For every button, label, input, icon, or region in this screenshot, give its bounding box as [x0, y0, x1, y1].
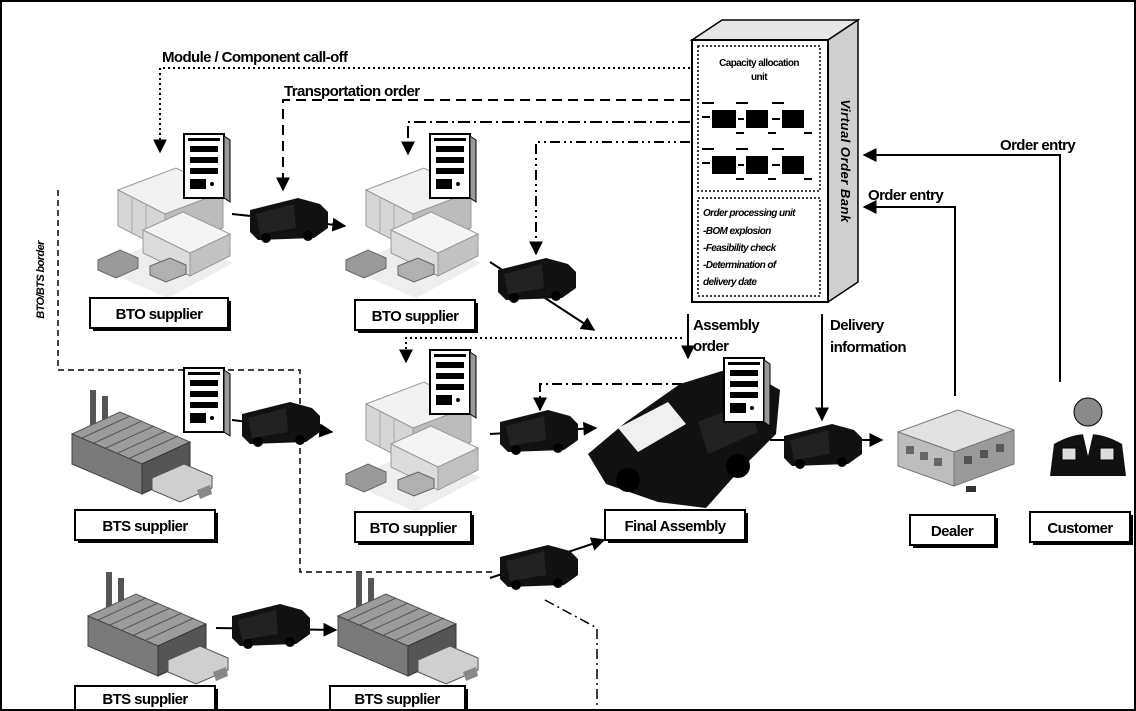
capacity-unit-title-2: unit: [751, 72, 768, 83]
node-label: BTS supplier: [102, 691, 188, 708]
virtual-order-bank: Virtual Order Bank Capacity allocation u…: [689, 18, 861, 304]
node-label: BTO supplier: [370, 520, 457, 537]
node-label: Customer: [1047, 520, 1113, 537]
server-icon: [429, 133, 477, 203]
node-bto-supplier-1: BTO supplier: [89, 297, 231, 331]
bto-bts-border-line: [57, 190, 494, 573]
transport-order-line-2: [529, 141, 690, 256]
transportation-order-line: [276, 99, 690, 192]
order-processing-step: -Determination of: [703, 260, 778, 271]
node-bto-supplier-2: BTO supplier: [354, 299, 478, 333]
node-label: Final Assembly: [624, 518, 726, 535]
delivery-information-label-2: information: [830, 339, 906, 356]
delivery-information-label-1: Delivery: [830, 317, 885, 334]
order-entry-customer-line: [862, 148, 1061, 382]
order-processing-step: -Feasibility check: [703, 243, 777, 254]
call-off-label: Module / Component call-off: [162, 49, 349, 66]
virtual-order-bank-title: Virtual Order Bank: [838, 99, 853, 223]
node-bto-supplier-3: BTO supplier: [354, 511, 474, 545]
assembly-order-label-2: order: [693, 338, 729, 355]
order-entry-dealer-line: [862, 200, 956, 396]
call-off-line: [153, 67, 690, 154]
node-dealer: Dealer: [909, 514, 998, 548]
order-processing-title: Order processing unit: [703, 208, 796, 219]
node-final-assembly: Final Assembly: [604, 509, 748, 543]
bto-call-off-line: [401, 121, 690, 156]
order-processing-step: delivery date: [703, 277, 757, 288]
order-processing-step: -BOM explosion: [703, 226, 771, 237]
assembly-order-label-1: Assembly: [693, 317, 760, 334]
node-label: BTS supplier: [354, 691, 440, 708]
bto-call-off-line-lower: [399, 337, 682, 364]
node-bts-supplier-2: BTS supplier: [74, 685, 218, 711]
transportation-order-label: Transportation order: [284, 83, 420, 100]
server-icon: [183, 133, 231, 203]
bto-bts-border-label: BTO/BTS border: [35, 240, 47, 319]
transport-order-line-lower: [533, 383, 682, 412]
node-bts-supplier-1: BTS supplier: [74, 509, 218, 543]
order-processing-unit: [697, 197, 821, 297]
node-bts-supplier-3: BTS supplier: [329, 685, 468, 711]
node-customer: Customer: [1029, 511, 1133, 545]
node-label: BTS supplier: [102, 518, 188, 535]
node-label: Dealer: [931, 523, 974, 540]
dealer-building-icon: [896, 409, 1016, 492]
server-icon: [429, 349, 477, 419]
node-label: BTO supplier: [116, 306, 203, 323]
transportation-label-bg: [282, 82, 454, 98]
customer-person-icon: [1050, 397, 1126, 476]
server-icon: [183, 367, 231, 437]
node-label: BTO supplier: [372, 308, 459, 325]
capacity-slot-grid: [702, 102, 812, 180]
order-entry-customer-label: Order entry: [1000, 137, 1076, 154]
capacity-unit-title-1: Capacity allocation: [719, 58, 799, 69]
order-entry-dealer-label: Order entry: [868, 187, 944, 204]
server-icon: [723, 357, 771, 427]
